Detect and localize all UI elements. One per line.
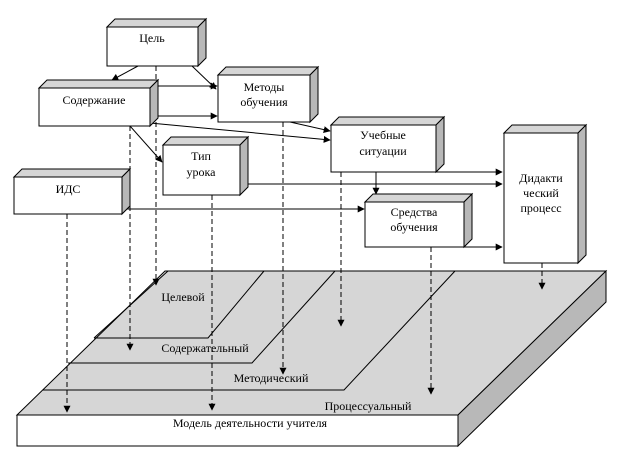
base-label: Модель деятельности учителя: [173, 416, 328, 430]
box-ids-label: ИДС: [56, 182, 81, 196]
box-content: Содержание: [37, 78, 160, 128]
level-methodical-label: Методический: [234, 371, 309, 385]
box-didactic: Дидакти ческий процесс: [502, 123, 588, 265]
box-content-label: Содержание: [63, 93, 126, 107]
box-situations-label-2: ситуации: [359, 144, 407, 158]
box-didactic-label-2: ческий: [523, 186, 559, 200]
level-content-label: Содержательный: [161, 341, 249, 355]
base-slab: [15, 269, 608, 448]
box-methods-label-2: обучения: [240, 95, 288, 109]
box-goal: Цель: [105, 17, 208, 68]
box-lesson-type-label-2: урока: [187, 165, 217, 179]
box-didactic-label-3: процесс: [520, 201, 561, 215]
box-goal-label: Цель: [139, 31, 165, 45]
box-situations-label-1: Учебные: [360, 128, 406, 142]
box-ids: ИДС: [12, 167, 132, 216]
box-lesson-type-label-1: Тип: [191, 149, 211, 163]
box-methods-label-1: Методы: [244, 80, 285, 94]
flow-arrows: [111, 65, 503, 251]
level-process-label: Процессуальный: [325, 399, 412, 413]
box-methods: Методы обучения: [216, 65, 320, 124]
box-means-label-1: Средства: [391, 205, 438, 219]
box-lesson-type: Тип урока: [161, 135, 250, 197]
box-means-label-2: обучения: [390, 220, 438, 234]
box-didactic-label-1: Дидакти: [519, 171, 563, 185]
level-target-label: Целевой: [161, 290, 205, 304]
box-means: Средства обучения: [363, 192, 474, 249]
box-situations: Учебные ситуации: [329, 115, 446, 174]
